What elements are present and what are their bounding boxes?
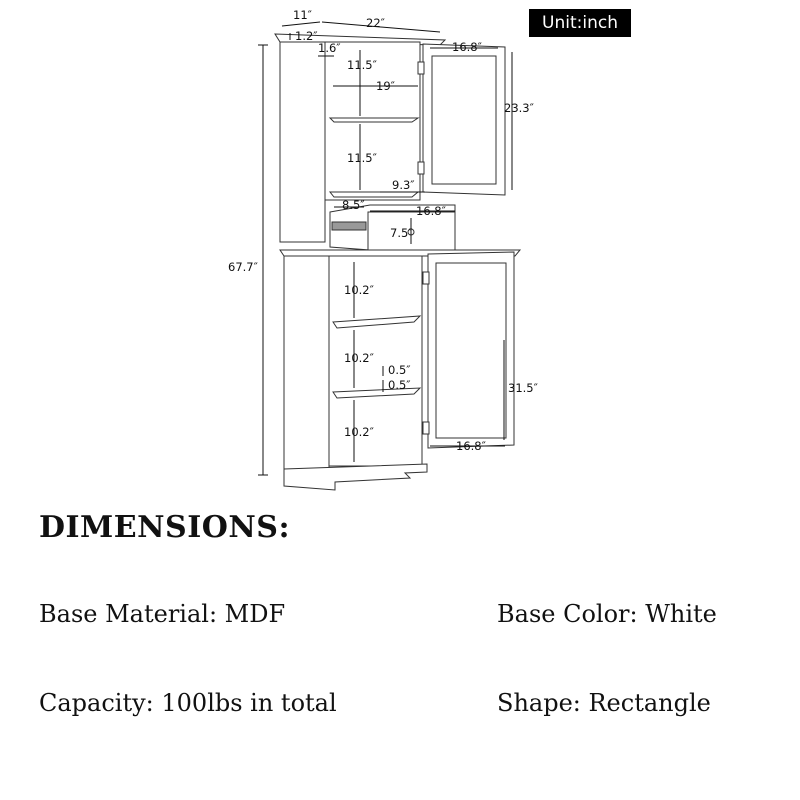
dim-lower-door-height: 31.5″ xyxy=(508,381,539,395)
spec-capacity: Capacity: 100lbs in total xyxy=(39,689,337,717)
dim-crown-height: 1.2″ xyxy=(295,29,318,43)
lower-door xyxy=(427,251,515,449)
dim-drawer-depth: 9.3″ xyxy=(392,178,415,192)
dim-lower-shelf-gap-3: 10.2″ xyxy=(344,425,375,439)
spec-base-color: Base Color: White xyxy=(497,600,717,628)
dim-lower-shelf-gap-2: 10.2″ xyxy=(344,351,375,365)
upper-shelf-bottom xyxy=(328,191,420,198)
dim-drawer-width: 16.8″ xyxy=(416,204,447,218)
dim-inner-width: 19″ xyxy=(376,79,396,93)
cabinet-diagram: 11″ 22″ 1.2″ 1.6″ 16.8″ 11.5″ 19″ 23.3″ … xyxy=(228,8,539,491)
lower-door-panel xyxy=(435,262,507,439)
dim-upper-door-width: 16.8″ xyxy=(452,40,483,54)
spec-shape: Shape: Rectangle xyxy=(497,689,711,717)
upper-side-panel xyxy=(279,41,326,243)
dim-total-height: 67.7″ xyxy=(228,260,259,274)
unit-badge: Unit:inch xyxy=(529,9,631,37)
dimension-labels: 11″ 22″ 1.2″ 1.6″ 16.8″ 11.5″ 19″ 23.3″ … xyxy=(228,8,539,453)
dim-upper-door-height: 23.3″ xyxy=(504,101,535,115)
upper-door-glass xyxy=(431,55,497,185)
base-plinth xyxy=(283,463,428,491)
lower-side-panel xyxy=(283,255,330,470)
dim-side-thickness: 1.6″ xyxy=(318,41,341,55)
dim-upper-shelf-gap-1: 11.5″ xyxy=(347,58,378,72)
dim-lower-shelf-gap-1: 10.2″ xyxy=(344,283,375,297)
dim-drawer-side: 8.5″ xyxy=(342,198,365,212)
dim-top-depth: 11″ xyxy=(293,8,313,22)
lower-interior xyxy=(328,255,423,467)
spec-base-material: Base Material: MDF xyxy=(39,600,286,628)
upper-shelf xyxy=(328,117,420,123)
dim-shelf-thickness-1: 0.5″ xyxy=(388,363,411,377)
dim-lower-door-width: 16.8″ xyxy=(456,439,487,453)
dim-upper-shelf-gap-2: 11.5″ xyxy=(347,151,378,165)
lower-shelf-1 xyxy=(332,315,422,329)
dim-top-width: 22″ xyxy=(366,16,386,30)
dim-drawer-height: 7.5″ xyxy=(390,226,413,240)
lower-shelf-2 xyxy=(332,387,422,399)
dimensions-heading: DIMENSIONS: xyxy=(39,510,291,545)
upper-door xyxy=(422,43,506,196)
dim-shelf-thickness-2: 0.5″ xyxy=(388,378,411,392)
